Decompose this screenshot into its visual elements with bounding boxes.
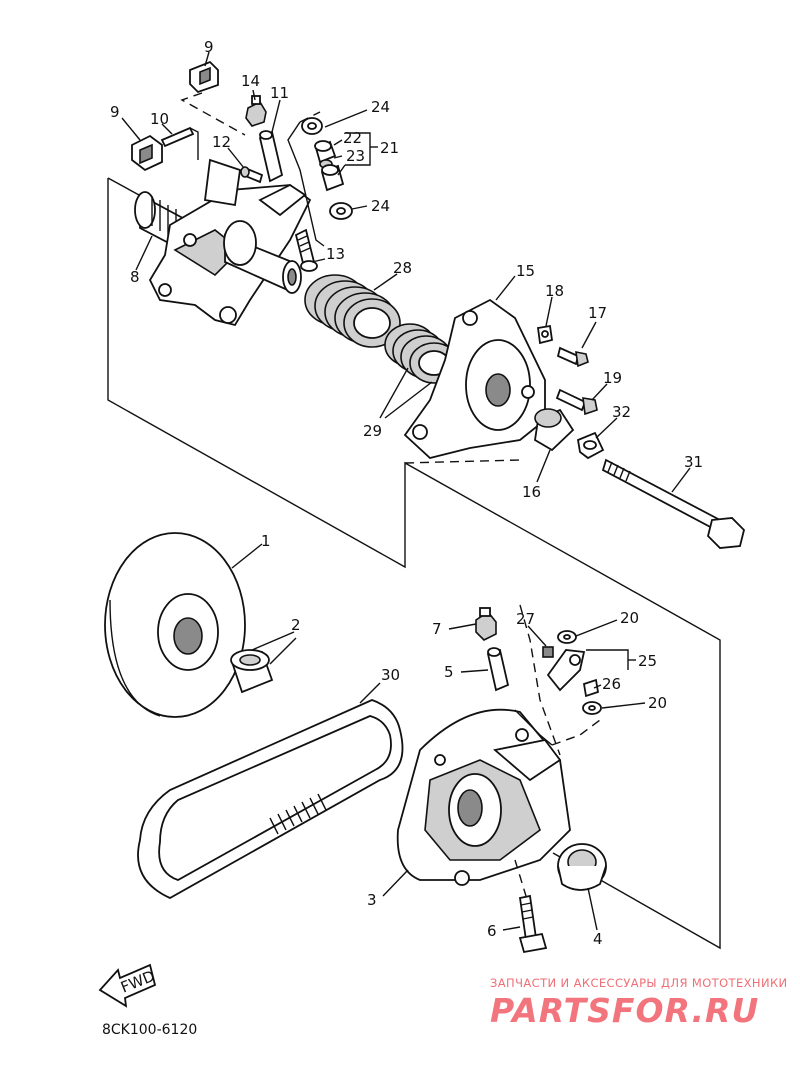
callout-25: 25: [638, 652, 657, 670]
callout-32: 32: [612, 403, 631, 421]
callout-16: 16: [522, 483, 541, 501]
callout-8: 8: [130, 268, 140, 286]
leader-lines: [121, 51, 691, 931]
callout-10: 10: [150, 110, 169, 128]
part-6-bolt: [518, 894, 548, 954]
callout-24: 24: [371, 197, 390, 215]
callout-27: 27: [516, 610, 535, 628]
part-15-cover: [403, 298, 546, 459]
watermark: ЗАПЧАСТИ И АКСЕССУАРЫ ДЛЯ МОТОТЕХНИКИ PA…: [490, 976, 788, 1030]
callout-31: 31: [684, 453, 703, 471]
part-19-bolt: [555, 388, 598, 416]
part-9b-slider-block: [131, 134, 163, 172]
part-12-bolt: [240, 166, 264, 184]
callout-29: 29: [363, 422, 382, 440]
callout-2: 2: [291, 616, 301, 634]
part-20b-washer: [582, 701, 602, 715]
part-5-pin: [486, 647, 510, 692]
part-17-bolt: [556, 346, 589, 368]
callout-30: 30: [381, 666, 400, 684]
part-9a-slider-block: [189, 60, 219, 94]
part-26-roller: [582, 678, 600, 698]
callout-3: 3: [367, 891, 377, 909]
callout-23: 23: [346, 147, 365, 165]
part-31-long-bolt: [601, 458, 745, 549]
callout-6: 6: [487, 922, 497, 940]
part-11-pin: [258, 130, 284, 183]
part-7-nut: [475, 607, 497, 641]
part-8-spider-shaft: [134, 158, 312, 327]
callout-28: 28: [393, 259, 412, 277]
callout-4: 4: [593, 930, 603, 948]
diagram-code: 8CK100-6120: [102, 1022, 197, 1038]
callout-20: 20: [648, 694, 667, 712]
callout-19: 19: [603, 369, 622, 387]
callout-17: 17: [588, 304, 607, 322]
part-16-bushing: [534, 408, 575, 452]
part-14-nut: [245, 95, 267, 127]
fwd-arrow-icon: FWD: [98, 963, 157, 1008]
part-20a-washer: [557, 630, 577, 644]
part-25-arm: [546, 649, 586, 692]
callout-9: 9: [110, 103, 120, 121]
part-21-weight: [320, 164, 345, 192]
callout-26: 26: [602, 675, 621, 693]
part-1-sheave: [104, 532, 246, 718]
part-13-bolt: [294, 228, 318, 272]
watermark-tagline: ЗАПЧАСТИ И АКСЕССУАРЫ ДЛЯ МОТОТЕХНИКИ: [490, 976, 788, 990]
callout-labels: 9 9 10 11 12 13 14 8 24 24 22 23 21 28 1…: [110, 38, 703, 948]
part-24a-washer: [301, 117, 323, 135]
part-4-bushing: [557, 843, 607, 891]
callout-18: 18: [545, 282, 564, 300]
callout-12: 12: [212, 133, 231, 151]
callout-22: 22: [343, 129, 362, 147]
part-28-spring: [304, 274, 401, 348]
callout-20: 20: [620, 609, 639, 627]
watermark-brand: PARTSFOR.RU: [490, 991, 759, 1030]
part-22-roller: [314, 140, 337, 164]
part-3-movable-sheave: [396, 708, 571, 886]
part-2-bushing: [230, 649, 274, 694]
part-27-screw: [542, 646, 554, 658]
part-30-drive-belt: [137, 699, 404, 900]
callout-1: 1: [261, 532, 271, 550]
part-32-collar: [576, 431, 605, 460]
callout-5: 5: [444, 663, 454, 681]
part-24b-washer: [329, 202, 353, 220]
callout-11: 11: [270, 84, 289, 102]
part-18-washer: [536, 324, 554, 345]
callout-24: 24: [371, 98, 390, 116]
part-10-pin: [160, 126, 195, 148]
callout-14: 14: [241, 72, 260, 90]
belt-teeth: [269, 793, 327, 835]
callout-21: 21: [380, 139, 399, 157]
callout-7: 7: [432, 620, 442, 638]
callout-13: 13: [326, 245, 345, 263]
callout-9: 9: [204, 38, 214, 56]
callout-15: 15: [516, 262, 535, 280]
